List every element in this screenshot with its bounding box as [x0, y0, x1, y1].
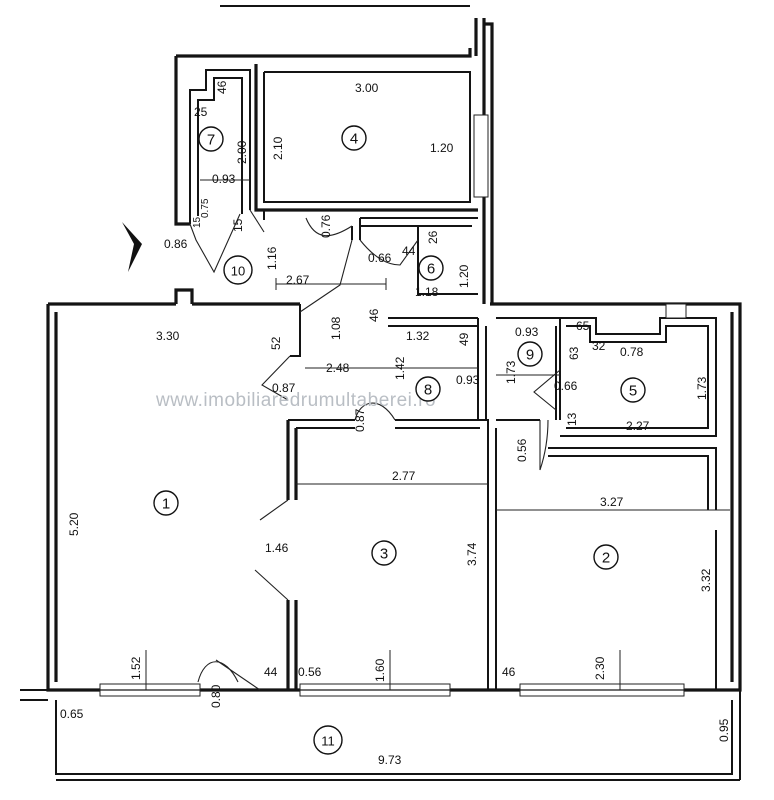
dim-label: 1.46	[265, 541, 289, 555]
room-9-label: 9	[517, 341, 543, 367]
entrance-arrow-icon	[122, 222, 142, 272]
dim-label: 0.87	[353, 408, 367, 432]
dim-label: 0.76	[319, 214, 333, 238]
dim-label: 13	[565, 412, 579, 426]
dim-label: 32	[592, 339, 606, 353]
dim-label: 2.30	[593, 656, 607, 680]
bottom-windows	[99, 683, 685, 697]
dim-label: 63	[567, 346, 581, 360]
svg-text:1: 1	[162, 496, 170, 513]
dim-label: 46	[215, 80, 229, 94]
dim-label: 0.87	[272, 381, 296, 395]
dim-label: 3.32	[699, 568, 713, 592]
dim-label: 3.30	[156, 329, 180, 343]
svg-text:6: 6	[427, 261, 435, 278]
dim-label: 1.08	[329, 316, 343, 340]
dim-label: 0.95	[717, 718, 731, 742]
dim-label: 15	[192, 216, 203, 228]
dim-label: 3.74	[465, 542, 479, 566]
dim-label: 15	[231, 218, 245, 232]
dim-label: 52	[269, 336, 283, 350]
dim-label: 46	[367, 308, 381, 322]
svg-text:4: 4	[350, 131, 358, 148]
dim-label: 44	[264, 665, 278, 679]
dim-label: 2.27	[626, 419, 650, 433]
dim-label: 2.67	[286, 273, 310, 287]
dim-label: 65	[576, 319, 590, 333]
svg-text:2: 2	[602, 550, 610, 567]
door-swings	[189, 209, 561, 691]
dimension-lines	[145, 179, 730, 690]
dim-label: 46	[502, 665, 516, 679]
dim-label: 5.20	[67, 512, 81, 536]
dim-label: 9.73	[378, 753, 402, 767]
dim-label: 0.56	[298, 665, 322, 679]
dim-label: 0.86	[164, 237, 188, 251]
room-4-label: 4	[341, 125, 367, 151]
room-6-label: 6	[418, 255, 444, 281]
dim-label: 1.60	[373, 658, 387, 682]
room-2-label: 2	[593, 544, 619, 570]
dim-label: 1.16	[265, 246, 279, 270]
dim-label: 1.20	[457, 264, 471, 288]
dimension-labels: 3.00 2.10 1.20 46 25 2.00 0.93 0.75 15 1…	[60, 80, 731, 767]
dim-label: 2.10	[271, 136, 285, 160]
dim-label: 0.75	[200, 198, 211, 218]
dim-label: 1.18	[415, 285, 439, 299]
dim-label: 25	[194, 105, 208, 119]
dim-label: 2.77	[392, 469, 416, 483]
dim-label: 0.66	[554, 379, 578, 393]
room-11-label: 11	[313, 725, 343, 755]
dim-label: 49	[457, 332, 471, 346]
dim-label: 2.48	[326, 361, 350, 375]
dim-label: 3.00	[355, 81, 379, 95]
svg-text:11: 11	[321, 734, 335, 749]
dim-label: 0.93	[212, 172, 236, 186]
dim-label: 1.52	[129, 656, 143, 680]
svg-text:9: 9	[526, 347, 534, 364]
room-8-label: 8	[415, 376, 441, 402]
dim-label: 3.27	[600, 495, 624, 509]
dim-label: 0.78	[620, 345, 644, 359]
room-5-label: 5	[620, 377, 646, 403]
balcony-outline	[20, 689, 741, 781]
interior-walls	[263, 210, 717, 690]
dim-label: 0.80	[209, 684, 223, 708]
dim-label: 0.66	[368, 251, 392, 265]
dim-label: 0.56	[515, 438, 529, 462]
dim-label: 1.42	[393, 356, 407, 380]
svg-text:10: 10	[231, 264, 245, 279]
dim-label: 26	[426, 230, 440, 244]
room-1-label: 1	[153, 490, 179, 516]
room-7-label: 7	[198, 126, 224, 152]
svg-text:7: 7	[207, 132, 215, 149]
dim-label: 2.00	[235, 140, 249, 164]
svg-text:5: 5	[629, 383, 637, 400]
dim-label: 1.73	[504, 360, 518, 384]
room-labels: 1 2 3 4 5 6 7 8 9 10 11	[153, 125, 646, 755]
dim-label: 1.20	[430, 141, 454, 155]
room-3-label: 3	[371, 540, 397, 566]
dim-label: 1.73	[695, 376, 709, 400]
watermark-text: www.imobiliaredrumultaberei.ro	[155, 390, 436, 411]
svg-text:8: 8	[424, 382, 432, 399]
dim-label: 0.65	[60, 707, 84, 721]
svg-text:3: 3	[380, 546, 388, 563]
dim-label: 0.93	[456, 373, 480, 387]
dim-label: 0.93	[515, 325, 539, 339]
exterior-walls	[46, 18, 742, 692]
room-10-label: 10	[223, 255, 253, 285]
dim-label: 1.32	[406, 329, 430, 343]
dim-label: 44	[402, 244, 416, 258]
